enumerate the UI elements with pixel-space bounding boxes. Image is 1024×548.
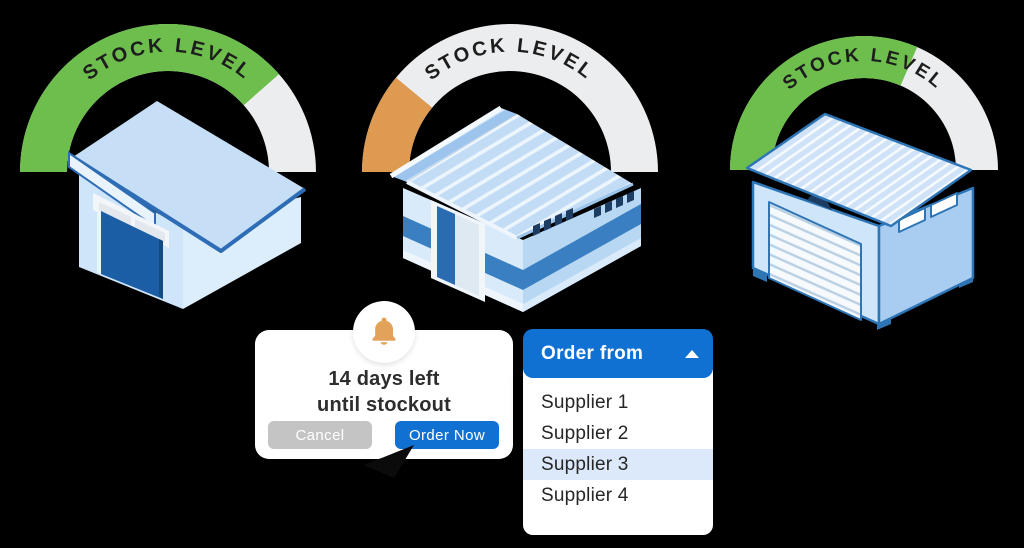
bell-icon xyxy=(372,317,396,345)
alert-message-line2: until stockout xyxy=(317,394,451,416)
warehouse-illustration-1 xyxy=(68,101,307,309)
gauge-track xyxy=(362,24,658,172)
bell-badge xyxy=(353,301,415,363)
dropdown-option-3[interactable]: Supplier 3 xyxy=(523,449,713,480)
dropdown-header-label: Order from xyxy=(541,342,644,364)
cancel-button[interactable]: Cancel xyxy=(268,421,372,449)
dropdown-list: Supplier 1 Supplier 2 Supplier 3 Supplier 4 xyxy=(523,369,713,535)
stock-level-gauge-3: STOCK LEVEL xyxy=(730,35,998,171)
warehouse-illustration-3 xyxy=(745,112,975,330)
stockout-alert-card: 14 days left until stockout Cancel Order… xyxy=(255,330,513,459)
dropdown-option-2[interactable]: Supplier 2 xyxy=(541,422,629,444)
gauge-fill xyxy=(730,35,918,171)
gauge-fill xyxy=(362,77,433,172)
stock-level-gauge-2: STOCK LEVEL xyxy=(362,24,658,172)
supplier-dropdown: Supplier 1 Supplier 2 Supplier 3 Supplier 4… xyxy=(523,329,713,535)
dropdown-option-1[interactable]: Supplier 1 xyxy=(541,391,629,413)
dropdown-option-4[interactable]: Supplier 4 xyxy=(541,484,629,506)
alert-message-line1: 14 days left xyxy=(328,368,440,390)
alert-message: 14 days left until stockout xyxy=(255,366,513,418)
chevron-up-icon xyxy=(685,349,699,358)
order-now-button[interactable]: Order Now xyxy=(395,421,499,449)
dropdown-header[interactable]: Order from xyxy=(523,329,713,378)
warehouse-illustration-2 xyxy=(389,105,641,312)
stock-level-gauge-1: STOCK LEVEL xyxy=(20,24,316,172)
gauge-fill xyxy=(20,24,280,172)
